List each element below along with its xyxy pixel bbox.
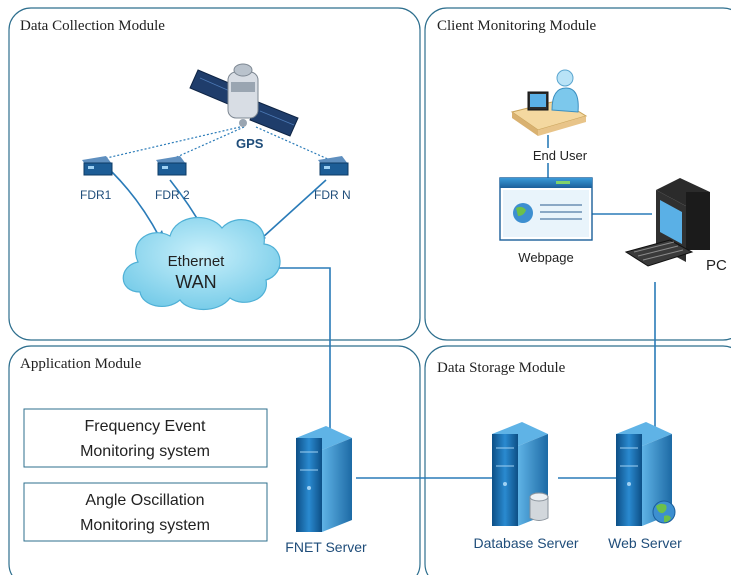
system-box-angle bbox=[23, 482, 268, 542]
web-server-label: Web Server bbox=[608, 535, 682, 551]
fdr-label: FDR 2 bbox=[155, 188, 190, 202]
fdr-device-icon bbox=[156, 156, 187, 176]
application-title: Application Module bbox=[20, 356, 142, 372]
system-line2: Monitoring system bbox=[80, 517, 210, 534]
satellite-icon bbox=[189, 63, 299, 137]
system-line2: Monitoring system bbox=[80, 443, 210, 460]
end-user-icon bbox=[510, 69, 588, 136]
gps-label: GPS bbox=[236, 136, 264, 151]
data-storage-title: Data Storage Module bbox=[437, 360, 566, 376]
webpage-icon bbox=[499, 177, 593, 241]
fnet-server-label: FNET Server bbox=[285, 539, 367, 555]
data-collection-title: Data Collection Module bbox=[20, 18, 165, 34]
fnet-server-icon bbox=[296, 426, 352, 532]
fdr-label: FDR1 bbox=[80, 188, 112, 202]
system-line1: Angle Oscillation bbox=[85, 492, 204, 509]
end-user-label: End User bbox=[533, 148, 588, 163]
webpage-label: Webpage bbox=[518, 250, 573, 265]
network-label-line2: WAN bbox=[175, 272, 216, 292]
globe-icon bbox=[652, 500, 676, 524]
data-collection-panel bbox=[8, 7, 421, 341]
data-storage-panel bbox=[424, 345, 731, 575]
fdr-device-icon bbox=[82, 156, 113, 176]
system-line1: Frequency Event bbox=[85, 418, 207, 435]
client-monitoring-panel bbox=[424, 7, 731, 341]
system-box-frequency bbox=[23, 408, 268, 468]
network-label-line1: Ethernet bbox=[168, 253, 226, 270]
pc-label: PC bbox=[706, 257, 727, 274]
application-panel bbox=[8, 345, 421, 575]
fdr-label: FDR N bbox=[314, 188, 351, 202]
fdr-device-icon bbox=[318, 156, 349, 176]
cloud-icon bbox=[122, 216, 281, 310]
pc-icon bbox=[624, 178, 710, 267]
database-icon bbox=[529, 492, 549, 521]
client-monitoring-title: Client Monitoring Module bbox=[437, 18, 597, 34]
database-server-label: Database Server bbox=[473, 535, 578, 551]
